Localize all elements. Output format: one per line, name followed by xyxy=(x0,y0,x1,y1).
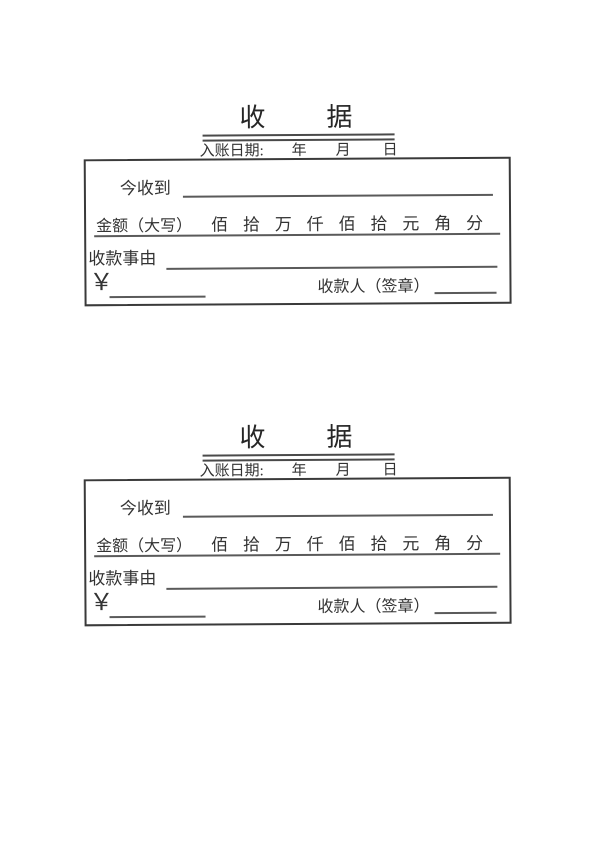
amount-figure-line xyxy=(109,295,206,299)
receipt-title-char-right: 据 xyxy=(326,422,353,452)
unit-yuan: 元 xyxy=(402,534,420,554)
receipt-title-char-left: 收 xyxy=(239,103,266,133)
amount-unit-columns: 佰 拾 万 仟 佰 拾 元 角 分 xyxy=(211,209,483,236)
receipt-box: 今收到 金额（大写） 佰 拾 万 仟 佰 拾 元 角 分 收款事由 ￥ 收款人（… xyxy=(83,476,512,627)
title-double-underline xyxy=(202,133,395,142)
unit-thousand: 仟 xyxy=(306,214,324,234)
amount-figure-line xyxy=(109,615,206,619)
payment-reason-label: 收款事由 xyxy=(88,568,157,589)
received-from-label: 今收到 xyxy=(119,498,171,519)
yuan-currency-symbol: ￥ xyxy=(89,270,114,297)
unit-fen: 分 xyxy=(466,213,484,233)
amount-unit-columns: 佰 拾 万 仟 佰 拾 元 角 分 xyxy=(211,529,483,556)
amount-in-words-label: 金额（大写） xyxy=(96,537,193,556)
yuan-currency-symbol: ￥ xyxy=(89,590,114,617)
payee-signature-label: 收款人（签章） xyxy=(317,598,430,616)
unit-thousand: 仟 xyxy=(306,534,324,554)
received-from-line xyxy=(182,193,493,198)
payment-reason-line xyxy=(166,265,498,270)
receipt-form-top: 收 据 入账日期: 年 月 日 今收到 金额（大写） 佰 拾 万 仟 佰 拾 元… xyxy=(0,100,600,314)
unit-ten: 拾 xyxy=(242,535,261,555)
unit-ten-thousand: 万 xyxy=(274,215,292,235)
unit-ten-thousand: 万 xyxy=(274,535,292,555)
payment-reason-label: 收款事由 xyxy=(88,248,157,269)
unit-ten-2: 拾 xyxy=(370,214,388,234)
payment-reason-line xyxy=(166,585,498,590)
unit-hundred-2: 佰 xyxy=(338,214,356,234)
unit-ten-2: 拾 xyxy=(370,534,388,554)
payee-signature-line xyxy=(434,611,497,615)
payee-signature-line xyxy=(434,291,497,295)
unit-hundred: 佰 xyxy=(211,535,229,555)
unit-hundred: 佰 xyxy=(211,215,229,235)
payee-signature-label: 收款人（签章） xyxy=(317,278,430,296)
receipt-title-char-left: 收 xyxy=(239,423,266,453)
unit-jiao: 角 xyxy=(434,534,452,554)
unit-fen: 分 xyxy=(466,533,484,553)
receipt-title-char-right: 据 xyxy=(326,102,353,132)
unit-jiao: 角 xyxy=(434,214,452,234)
receipt-box: 今收到 金额（大写） 佰 拾 万 仟 佰 拾 元 角 分 收款事由 ￥ 收款人（… xyxy=(83,156,512,307)
unit-ten: 拾 xyxy=(242,215,261,235)
unit-yuan: 元 xyxy=(402,214,420,234)
received-from-label: 今收到 xyxy=(119,178,171,199)
received-from-line xyxy=(182,513,493,518)
amount-in-words-label: 金额（大写） xyxy=(96,217,193,236)
receipt-form-bottom: 收 据 入账日期: 年 月 日 今收到 金额（大写） 佰 拾 万 仟 佰 拾 元… xyxy=(0,420,600,634)
title-double-underline xyxy=(202,453,395,462)
unit-hundred-2: 佰 xyxy=(338,534,356,554)
